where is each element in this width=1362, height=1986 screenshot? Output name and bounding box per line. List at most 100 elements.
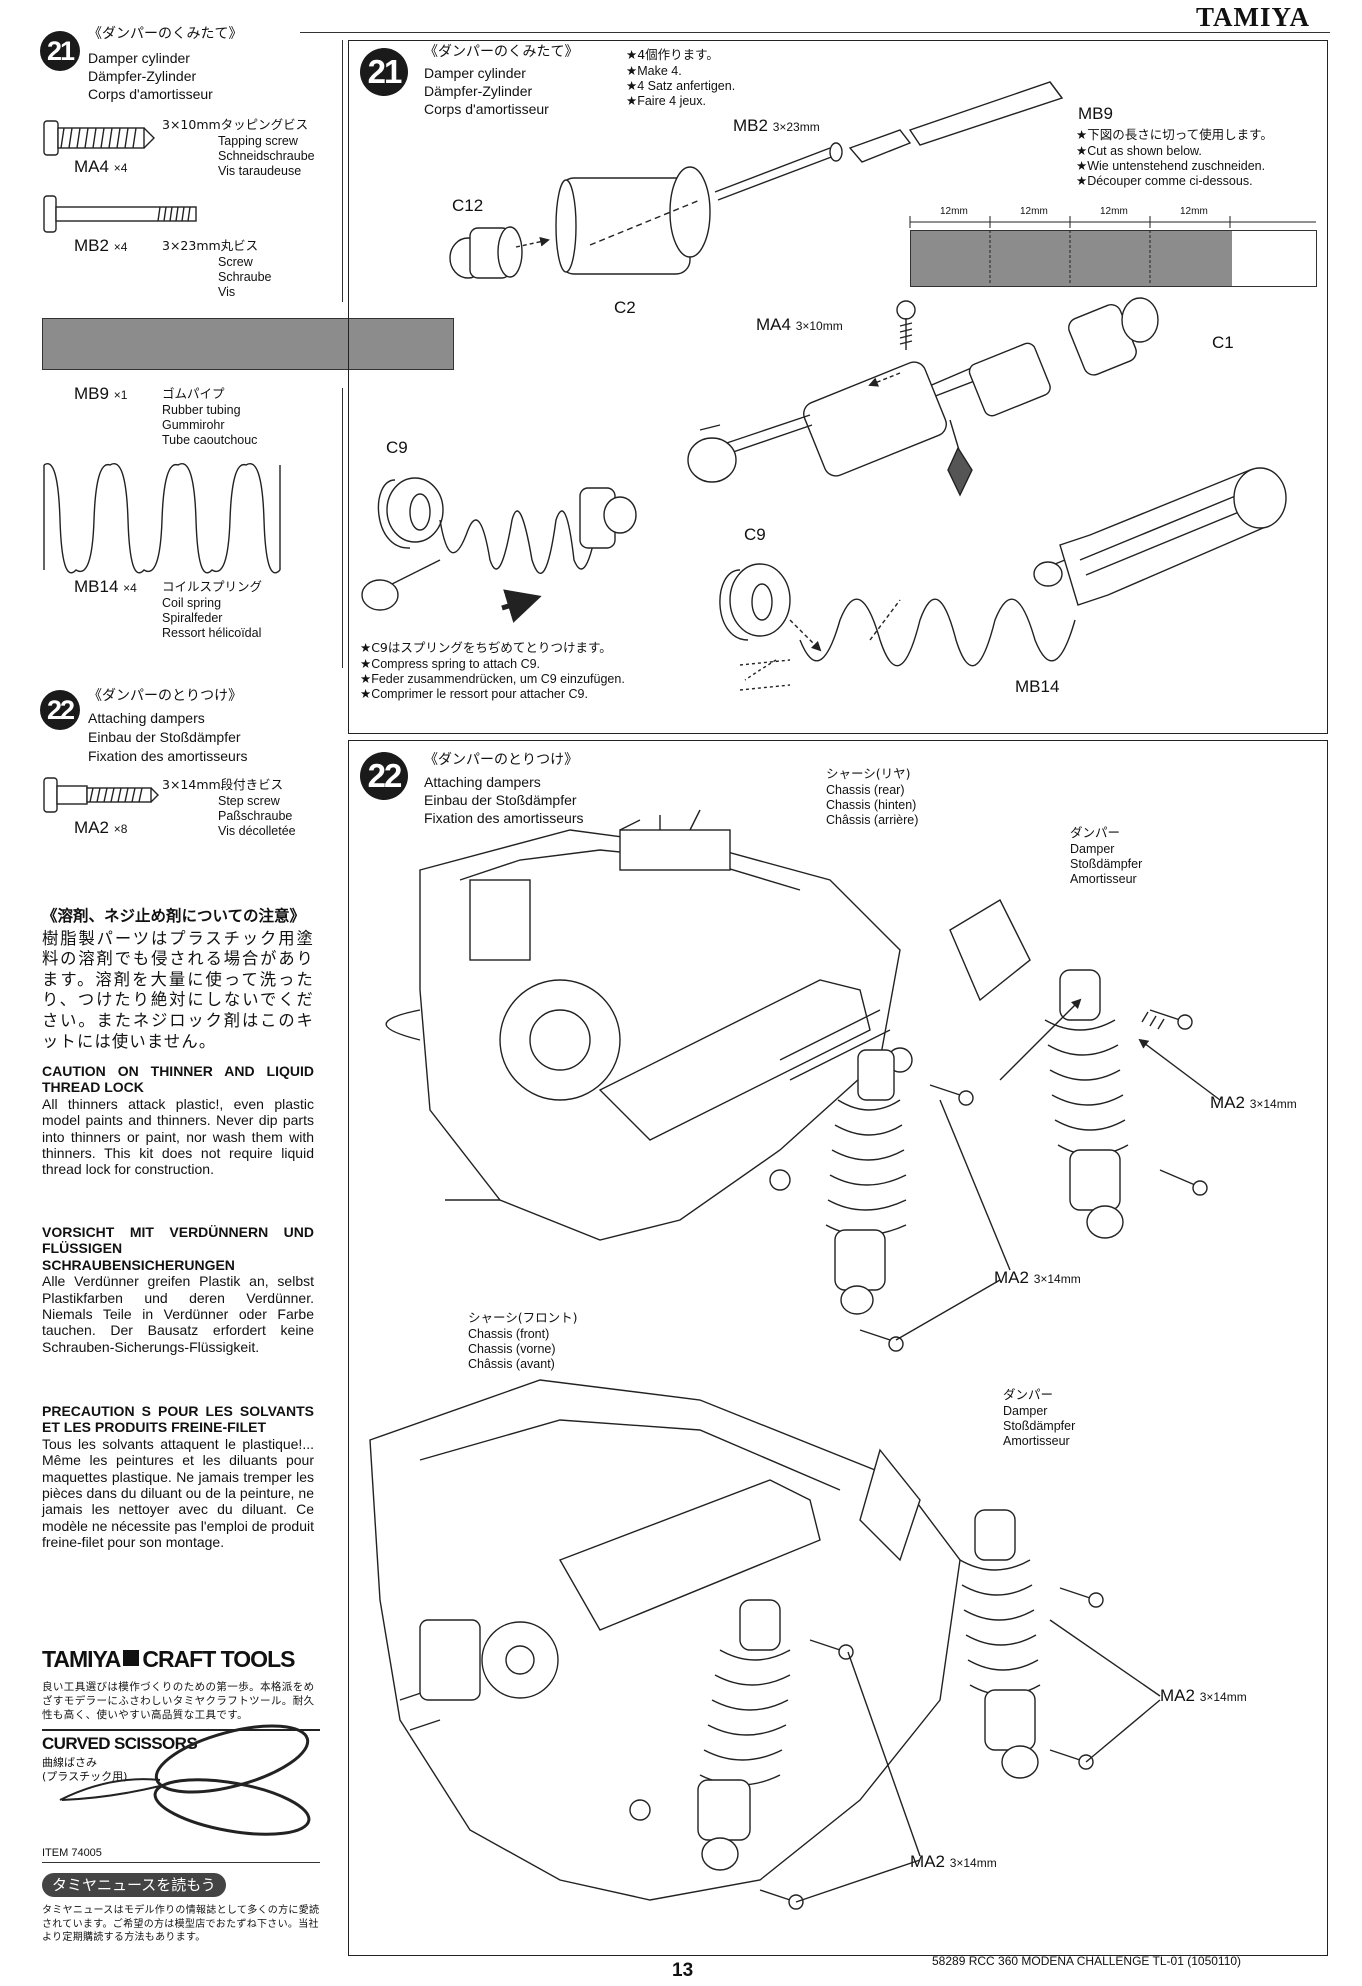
column-divider bbox=[342, 40, 343, 302]
mb2-size: 3×23mm丸ビス bbox=[162, 238, 259, 253]
label-c9-a: C9 bbox=[386, 438, 408, 457]
mb9-fr: Tube caoutchouc bbox=[162, 433, 258, 447]
caution-en-body: All thinners attack plastic!, even plast… bbox=[42, 1095, 314, 1178]
step21-mb9-de: ★Wie untenstehend zuschneiden. bbox=[1076, 159, 1266, 173]
step22-en: Attaching dampers bbox=[424, 774, 541, 790]
cut-tube bbox=[910, 230, 1317, 287]
ma2-screw-icon bbox=[43, 777, 159, 813]
mb9-code: MB9 ×1 bbox=[74, 384, 128, 403]
caution-jp: 《溶剤、ネジ止め剤についての注意》 樹脂製パーツはプラスチック用塗料の溶剤でも侵… bbox=[42, 906, 314, 1052]
c9-note-de: ★Feder zusammendrücken, um C9 einzufügen… bbox=[360, 672, 625, 686]
damper2-jp: ダンパー bbox=[1003, 1387, 1054, 1402]
damper2-de: Stoßdämpfer bbox=[1003, 1419, 1076, 1433]
step21-make-en: ★Make 4. bbox=[626, 64, 682, 78]
caution-de-body: Alle Verdünner greifen Plastik an, selbs… bbox=[42, 1273, 314, 1355]
left-step22-en: Attaching dampers bbox=[88, 710, 205, 726]
news-body: タミヤニュースはモデル作りの情報誌として多くの方に愛読されています。ご希望の方は… bbox=[42, 1905, 320, 1943]
label-c1: C1 bbox=[1212, 333, 1234, 352]
label-ma4: MA4 3×10mm bbox=[756, 315, 843, 334]
step21-fr: Corps d'amortisseur bbox=[424, 101, 549, 117]
cut-label-2: 12mm bbox=[1020, 206, 1048, 217]
step21-en: Damper cylinder bbox=[424, 65, 526, 81]
caution-jp-title: 《溶剤、ネジ止め剤についての注意》 bbox=[42, 907, 306, 925]
step22-de: Einbau der Stoßdämpfer bbox=[424, 792, 577, 808]
rubber-tube-swatch bbox=[42, 318, 454, 370]
mb2-fr: Vis bbox=[218, 285, 236, 299]
cut-label-1: 12mm bbox=[940, 206, 968, 217]
rear-chassis-fr: Châssis (arrière) bbox=[826, 813, 919, 827]
damper1-en: Damper bbox=[1070, 842, 1115, 856]
mb2-code: MB2 ×4 bbox=[74, 236, 128, 255]
page-number: 13 bbox=[672, 1960, 694, 1981]
front-chassis-jp: シャーシ(フロント) bbox=[468, 1310, 578, 1325]
left-step22-fr: Fixation des amortisseurs bbox=[88, 748, 248, 764]
mb2-de: Schraube bbox=[218, 270, 272, 284]
cut-label-4: 12mm bbox=[1180, 206, 1208, 217]
ma4-screw-icon bbox=[43, 120, 155, 156]
step21-mb9-en: ★Cut as shown below. bbox=[1076, 144, 1202, 158]
label-c9-b: C9 bbox=[744, 525, 766, 544]
left-step22-number: 22 bbox=[40, 690, 80, 730]
damper2-en: Damper bbox=[1003, 1404, 1048, 1418]
mb9-jp: ゴムパイプ bbox=[162, 386, 225, 401]
step21-mb9-fr: ★Découper comme ci-dessous. bbox=[1076, 174, 1253, 188]
step21-make-jp: ★4個作ります。 bbox=[626, 47, 719, 62]
ma2-fr: Vis décolletée bbox=[218, 824, 296, 838]
craft-bottom-divider bbox=[42, 1862, 320, 1863]
left-step22-jp: 《ダンパーのとりつけ》 bbox=[88, 688, 243, 704]
cut-tube-segment bbox=[911, 231, 1232, 286]
damper1-de: Stoßdämpfer bbox=[1070, 857, 1143, 871]
mb14-de: Spiralfeder bbox=[162, 611, 223, 625]
ma2-label-a: MA2 3×14mm bbox=[1210, 1093, 1297, 1112]
label-c12: C12 bbox=[452, 196, 484, 215]
ma2-de: Paßschraube bbox=[218, 809, 293, 823]
left-step21-de: Dämpfer-Zylinder bbox=[88, 68, 197, 84]
step21-mb9-code: MB9 bbox=[1078, 104, 1113, 123]
rear-chassis-jp: シャーシ(リヤ) bbox=[826, 766, 911, 781]
caution-en: CAUTION ON THINNER AND LIQUID THREAD LOC… bbox=[42, 1063, 314, 1178]
step21-make-fr: ★Faire 4 jeux. bbox=[626, 94, 706, 108]
tamiya-star-icon bbox=[123, 1650, 140, 1666]
damper2-fr: Amortisseur bbox=[1003, 1434, 1070, 1448]
c9-note-en: ★Compress spring to attach C9. bbox=[360, 657, 541, 671]
mb14-spring-icon bbox=[43, 463, 281, 574]
cut-label-3: 12mm bbox=[1100, 206, 1128, 217]
left-step22-de: Einbau der Stoßdämpfer bbox=[88, 729, 241, 745]
ma2-size: 3×14mm段付きビス bbox=[162, 777, 284, 792]
mb2-en: Screw bbox=[218, 255, 253, 269]
left-step21-en: Damper cylinder bbox=[88, 50, 190, 66]
caution-de-title: VORSICHT MIT VERDÜNNERN UND FLÜSSIGEN SC… bbox=[42, 1224, 314, 1273]
damper1-jp: ダンパー bbox=[1070, 825, 1121, 840]
caution-de: VORSICHT MIT VERDÜNNERN UND FLÜSSIGEN SC… bbox=[42, 1224, 314, 1355]
c9-note-jp: ★C9はスプリングをちぢめてとりつけます。 bbox=[360, 640, 612, 655]
c9-note-fr: ★Comprimer le ressort pour attacher C9. bbox=[360, 687, 588, 701]
step21-mb2-label: MB2 3×23mm bbox=[733, 116, 820, 135]
rear-chassis-en: Chassis (rear) bbox=[826, 783, 905, 797]
front-chassis-en: Chassis (front) bbox=[468, 1327, 550, 1341]
ma4-fr: Vis taraudeuse bbox=[218, 164, 302, 178]
mb14-en: Coil spring bbox=[162, 596, 222, 610]
step21-de: Dämpfer-Zylinder bbox=[424, 83, 533, 99]
label-c2: C2 bbox=[614, 298, 636, 317]
caution-jp-body: 樹脂製パーツはプラスチック用塗料の溶剤でも侵される場合があります。溶剤を大量に使… bbox=[42, 928, 314, 1051]
ma2-en: Step screw bbox=[218, 794, 280, 808]
step21-mb9-jp: ★下図の長さに切って使用します。 bbox=[1076, 127, 1273, 142]
ma4-de: Schneidschraube bbox=[218, 149, 315, 163]
column-divider-2 bbox=[342, 388, 343, 668]
brand-logo: TAMIYA bbox=[1196, 2, 1311, 32]
left-step21-fr: Corps d'amortisseur bbox=[88, 86, 213, 102]
label-mb14: MB14 bbox=[1015, 677, 1060, 696]
mb2-screw-icon bbox=[43, 195, 197, 233]
mb9-en: Rubber tubing bbox=[162, 403, 241, 417]
ma2-code: MA2 ×8 bbox=[74, 818, 128, 837]
step21-number: 21 bbox=[360, 48, 408, 96]
caution-en-title: CAUTION ON THINNER AND LIQUID THREAD LOC… bbox=[42, 1063, 314, 1096]
caution-fr-title: PRECAUTION S POUR LES SOLVANTS ET LES PR… bbox=[42, 1403, 314, 1436]
mb9-de: Gummirohr bbox=[162, 418, 225, 432]
step22-number: 22 bbox=[360, 752, 408, 800]
step21-jp: 《ダンパーのくみたて》 bbox=[424, 44, 579, 60]
craft-divider bbox=[42, 1729, 320, 1731]
step21-make-de: ★4 Satz anfertigen. bbox=[626, 79, 736, 93]
front-chassis-fr: Châssis (avant) bbox=[468, 1357, 555, 1371]
